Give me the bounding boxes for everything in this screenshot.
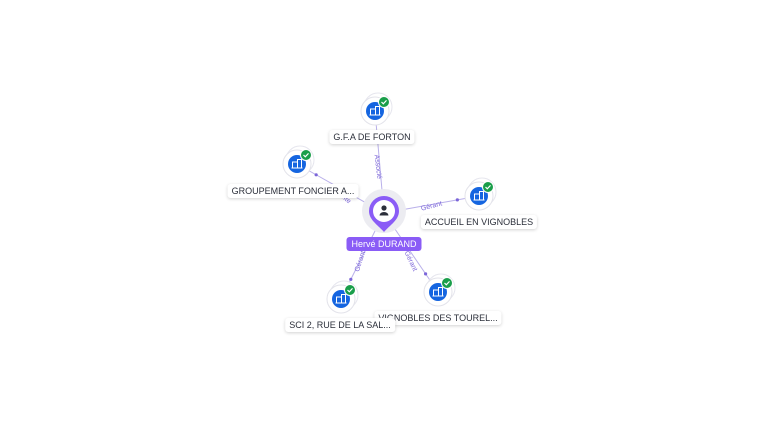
company-node[interactable] (423, 273, 456, 307)
verified-check-icon (378, 96, 390, 108)
edge-arrow (349, 277, 353, 281)
person-icon (379, 205, 389, 216)
relation-label: Gérant (420, 200, 443, 212)
building-icon (473, 191, 485, 201)
company-node[interactable] (282, 145, 315, 179)
building-icon (369, 106, 381, 116)
person-name-label[interactable]: Hervé DURAND (346, 237, 422, 251)
company-name-label[interactable]: GROUPEMENT FONCIER A... (227, 184, 359, 198)
company-name-label[interactable]: ACCUEIL EN VIGNOBLES (420, 215, 538, 229)
person-node[interactable] (362, 189, 406, 233)
verified-check-icon (441, 277, 453, 289)
verified-check-icon (482, 181, 494, 193)
relation-label: Gérant (403, 250, 418, 272)
company-name-label[interactable]: G.F.A DE FORTON (329, 130, 415, 144)
building-icon (291, 159, 303, 169)
company-nodes (282, 92, 497, 314)
company-name-label[interactable]: SCI 2, RUE DE LA SAL... (285, 318, 395, 332)
company-node[interactable] (360, 92, 393, 126)
building-icon (335, 294, 347, 304)
company-node[interactable] (326, 280, 359, 314)
company-node[interactable] (464, 177, 497, 211)
verified-check-icon (344, 284, 356, 296)
building-icon (432, 287, 444, 297)
relation-label: Associé (373, 154, 383, 179)
verified-check-icon (300, 149, 312, 161)
edge-arrow (455, 198, 459, 202)
edge-arrow (423, 272, 428, 276)
relation-label: Gérant (354, 250, 367, 273)
edge-arrow (314, 173, 318, 177)
company-name-label[interactable]: VIGNOBLES DES TOUREL... (374, 311, 502, 325)
